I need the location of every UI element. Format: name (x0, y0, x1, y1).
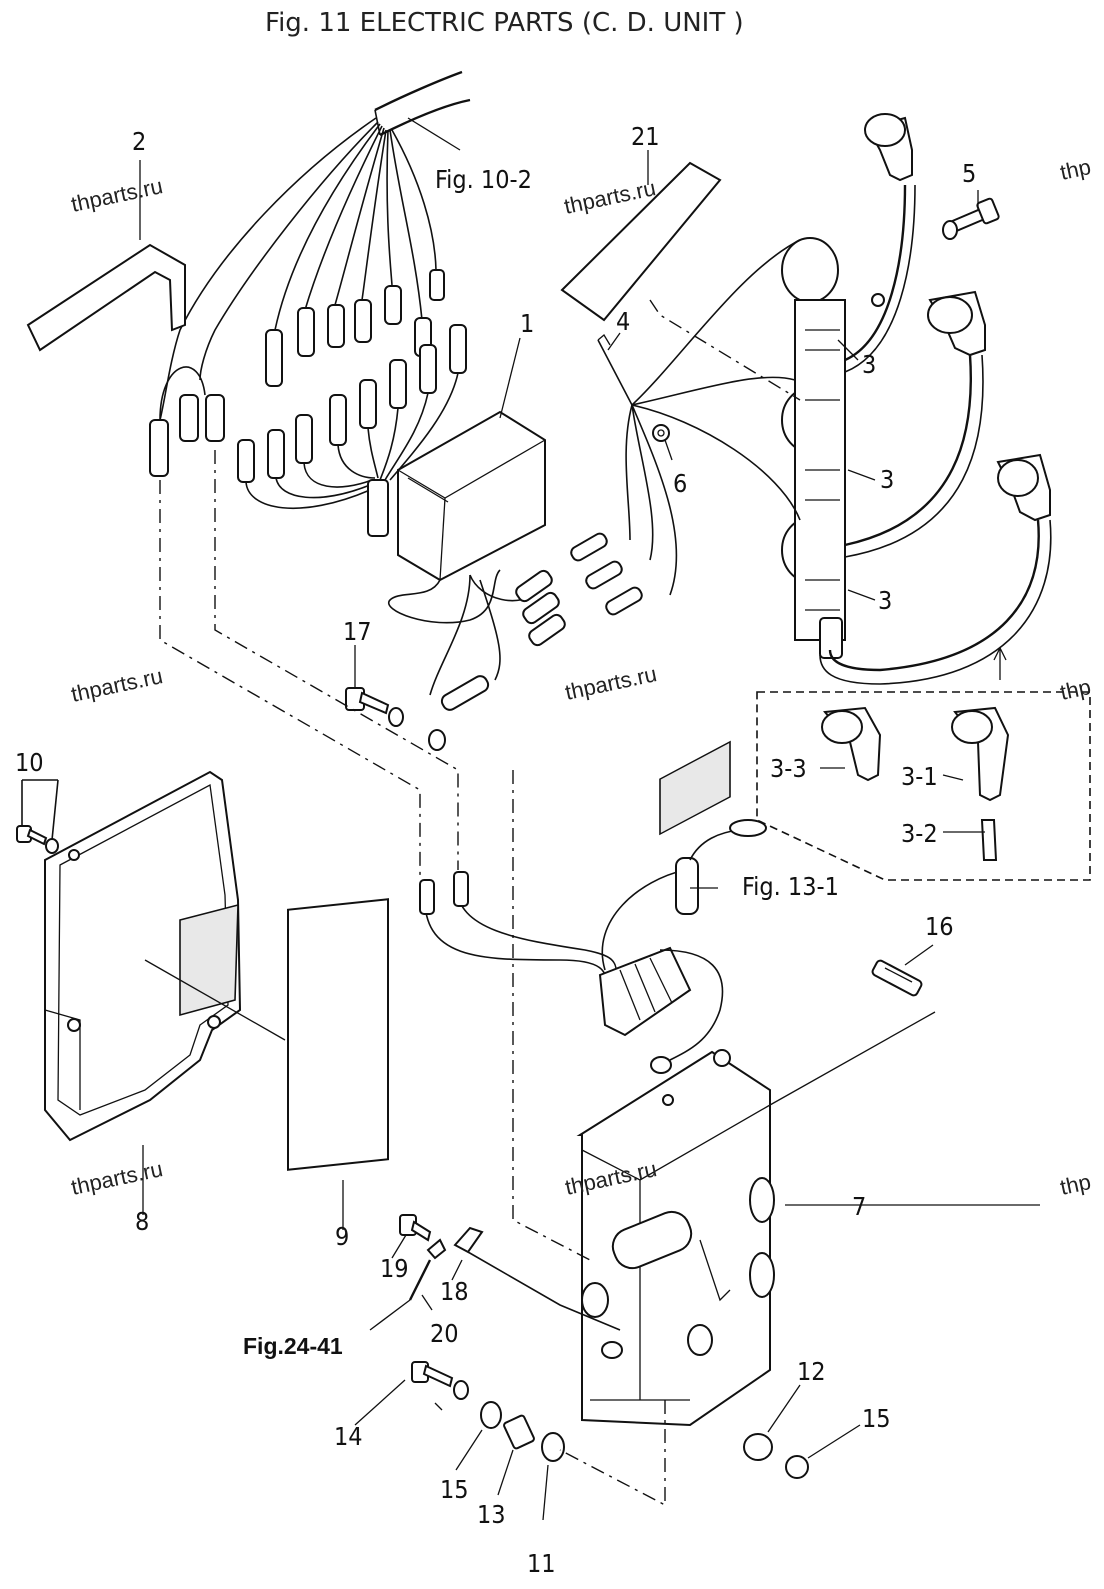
cd-unit-box (387, 410, 566, 711)
label-13: 13 (477, 1500, 506, 1529)
label-12: 12 (797, 1357, 826, 1386)
wire-harness (149, 70, 471, 537)
ref-fig-10-2: Fig. 10-2 (435, 165, 532, 194)
label-8: 8 (135, 1207, 149, 1236)
screw-part-10 (16, 779, 59, 854)
watermark: thparts.ru (69, 663, 165, 707)
cable-tie-washer (597, 334, 670, 442)
label-2: 2 (132, 127, 146, 156)
bracket-part-2 (26, 243, 186, 352)
watermark: thp (1058, 1169, 1093, 1200)
label-3-1: 3-1 (901, 762, 938, 791)
label-15: 15 (862, 1404, 891, 1433)
label-20: 20 (430, 1319, 459, 1348)
label-1: 1 (520, 309, 534, 338)
ref-fig-13-1: Fig. 13-1 (742, 872, 839, 901)
label-14: 14 (334, 1422, 363, 1451)
label-18: 18 (440, 1277, 469, 1306)
mount-hardware (399, 1214, 809, 1479)
label-3: 3 (880, 465, 894, 494)
label-15: 15 (440, 1475, 469, 1504)
label-16: 16 (925, 912, 954, 941)
watermark: thparts.ru (563, 661, 659, 705)
leader-lines (139, 117, 1040, 1521)
watermark: thp (1058, 154, 1093, 185)
label-3: 3 (878, 586, 892, 615)
label-3-3: 3-3 (770, 754, 807, 783)
bolt-washer-17 (345, 687, 446, 751)
label-17: 17 (343, 617, 372, 646)
label-11: 11 (527, 1549, 556, 1578)
label-3: 3 (862, 350, 876, 379)
label-7: 7 (852, 1192, 866, 1221)
figure-title: Fig. 11 ELECTRIC PARTS (C. D. UNIT ) (265, 8, 744, 38)
ignition-coils (570, 113, 1052, 685)
bolt-part-5 (942, 197, 1000, 240)
rectifier-wiring (419, 819, 767, 1074)
watermark: thp (1058, 674, 1093, 705)
label-3-2: 3-2 (901, 819, 938, 848)
label-sheet-21 (560, 161, 722, 322)
plug-cap-inset (756, 646, 1091, 881)
label-10: 10 (15, 748, 44, 777)
label-19: 19 (380, 1254, 409, 1283)
base-plate-part-7 (576, 740, 775, 1427)
fuse-part-16 (871, 959, 923, 997)
assembly-lines (159, 299, 936, 1507)
ref-fig-24-41: Fig.24-41 (243, 1333, 343, 1359)
label-part-9 (287, 898, 389, 1171)
label-21: 21 (631, 122, 660, 151)
label-5: 5 (962, 159, 976, 188)
watermark: thparts.ru (69, 1156, 165, 1200)
watermark: thparts.ru (69, 173, 165, 217)
cover-part-8 (44, 770, 242, 1142)
label-4: 4 (616, 307, 630, 336)
label-9: 9 (335, 1222, 349, 1251)
label-6: 6 (673, 469, 687, 498)
